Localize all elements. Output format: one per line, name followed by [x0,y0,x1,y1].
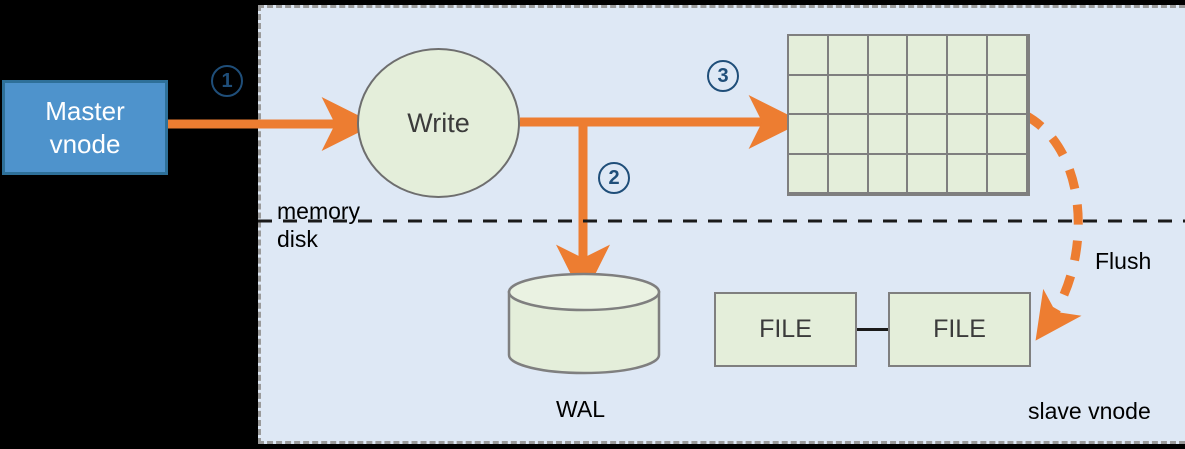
step-marker-1: 1 [211,65,243,97]
memtable-cell [789,36,829,76]
wal-label: WAL [556,396,605,422]
write-node-label: Write [407,107,470,138]
memtable-cell [868,36,909,76]
file-box-1-label: FILE [759,315,812,343]
flush-label: Flush [1095,248,1152,274]
step-marker-3-number: 3 [717,64,729,87]
memtable-cell [789,154,829,194]
file-box-2-label: FILE [933,315,986,343]
file-connector-line [857,328,888,331]
memtable-cell [948,75,989,115]
master-vnode-label-line1: Master [45,95,125,126]
memory-label: memory [277,198,361,224]
memtable-cell [988,154,1028,194]
step-marker-2: 2 [598,162,630,194]
memtable-cell [988,75,1028,115]
memtable-cell [868,154,909,194]
file-box-2[interactable]: FILE [888,292,1031,367]
memtable-cell [988,36,1028,76]
memtable-cell [868,115,909,155]
memtable-cell [828,115,869,155]
memtable-grid [787,34,1030,196]
step-marker-3: 3 [707,60,739,92]
memtable-cell [908,115,949,155]
write-node[interactable]: Write [357,48,520,198]
slave-vnode-label: slave vnode [1028,398,1151,424]
memtable-cell [789,115,829,155]
disk-label: disk [277,226,318,252]
memtable-cell [868,75,909,115]
memtable-cell [828,75,869,115]
master-vnode-box[interactable]: Master vnode [2,80,168,175]
memtable-cell [908,75,949,115]
memtable-cell [789,75,829,115]
file-box-1[interactable]: FILE [714,292,857,367]
memtable-cell [908,154,949,194]
memtable-cell [908,36,949,76]
memtable-cell [828,36,869,76]
memtable-cell [828,154,869,194]
step-marker-2-number: 2 [608,166,620,189]
memtable-cell [948,115,989,155]
memtable-cell [988,115,1028,155]
memtable-cell [948,154,989,194]
master-vnode-label-line2: vnode [49,128,121,159]
step-marker-1-number: 1 [221,69,233,92]
memtable-cell [948,36,989,76]
